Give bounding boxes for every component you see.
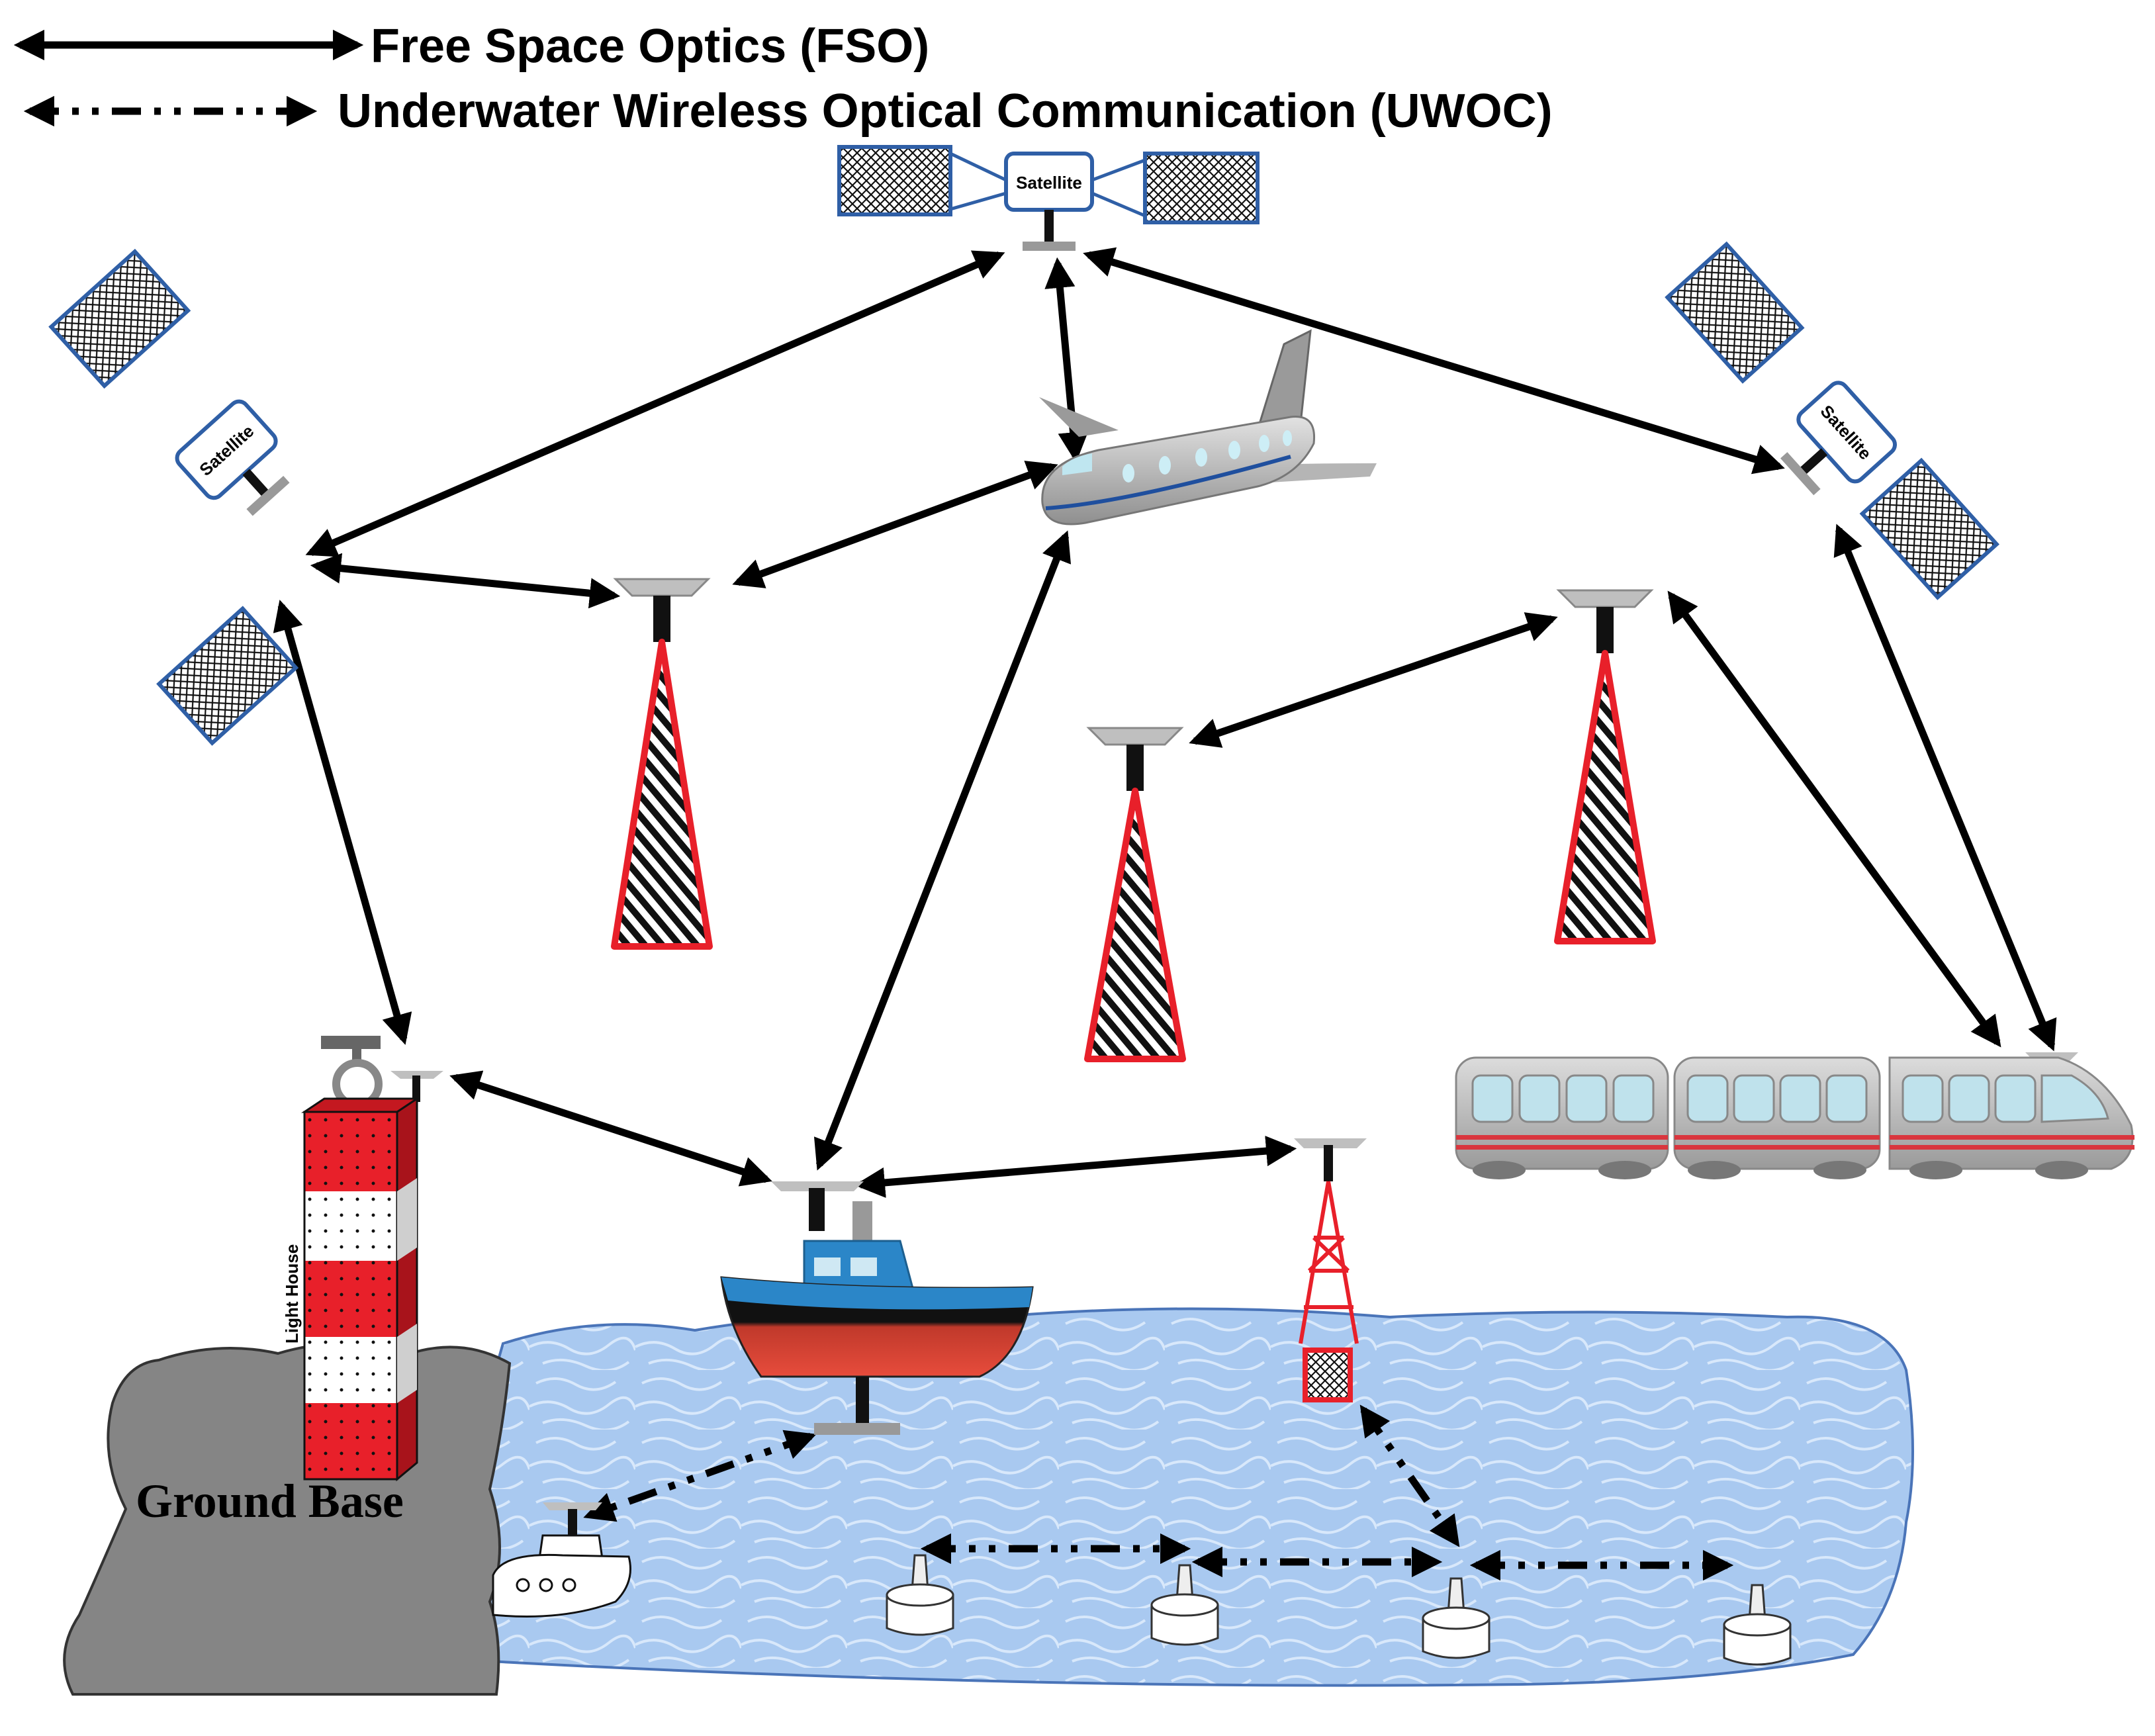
fso-link	[1833, 524, 2057, 1052]
fso-legend-label: Free Space Optics (FSO)	[371, 20, 929, 73]
solar-panel-icon	[48, 248, 191, 389]
tower-icon	[1084, 727, 1186, 1062]
tower-icon	[1554, 589, 1656, 944]
sensor-node-icon	[886, 1554, 954, 1636]
satellite-icon: Satellite	[837, 145, 1260, 251]
fso-link	[854, 1136, 1297, 1198]
ground-base-label: Ground Base	[136, 1475, 404, 1528]
uwoc-link	[1359, 1404, 1460, 1547]
lighthouse-icon: Light House	[282, 1036, 443, 1482]
fso-link	[1667, 590, 2001, 1048]
submarine-icon	[492, 1502, 631, 1618]
solar-panel-icon	[1859, 457, 1999, 600]
airplane-icon	[1039, 329, 1377, 525]
fso-link	[813, 530, 1072, 1171]
fso-link	[305, 250, 1005, 557]
train-car	[1455, 1056, 1669, 1179]
fso-link	[1189, 612, 1558, 748]
train-icon	[1455, 1052, 2134, 1179]
relay-tower-icon	[1294, 1138, 1367, 1402]
satellite-label: Satellite	[1016, 173, 1082, 193]
fso-link	[310, 553, 621, 609]
fso-link	[1083, 247, 1785, 475]
legend: Free Space Optics (FSO) Underwater Wirel…	[13, 20, 1553, 138]
fso-links	[273, 247, 2057, 1198]
lighthouse-label: Light House	[282, 1244, 302, 1344]
fso-link	[273, 600, 412, 1045]
fso-link	[449, 1070, 772, 1187]
sensor-node-icon	[1723, 1584, 1792, 1666]
satellite-icon: Satellite	[1665, 241, 1999, 600]
uwoc-legend-label: Underwater Wireless Optical Communicatio…	[338, 85, 1553, 138]
satellite-icon: Satellite	[48, 248, 299, 746]
train-locomotive	[1888, 1056, 2134, 1179]
sensor-node-icon	[1150, 1564, 1219, 1646]
train-car	[1673, 1056, 1881, 1179]
boat-icon	[720, 1181, 1034, 1435]
tower-icon	[611, 578, 713, 950]
solar-panel-icon	[837, 145, 952, 216]
solar-panel-icon	[156, 606, 299, 746]
solar-panel-icon	[1665, 241, 1805, 384]
solar-panel-icon	[1143, 152, 1260, 224]
sensor-node-icon	[1422, 1577, 1490, 1659]
uwoc-links	[583, 1404, 1734, 1581]
fso-link	[732, 461, 1058, 588]
